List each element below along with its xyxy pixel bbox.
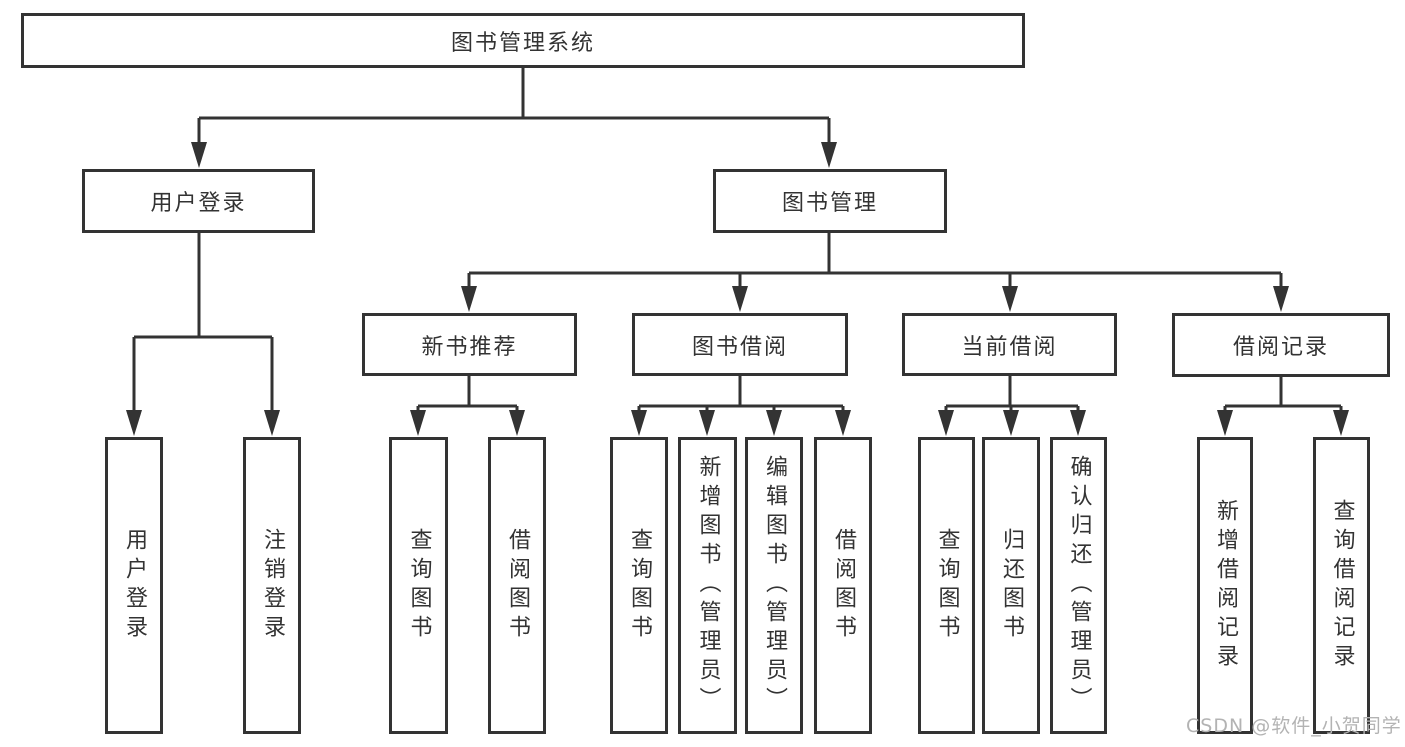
- node-current-confirm-return-admin-label: 确认归还（管理员）: [1066, 455, 1092, 716]
- node-current-query-books: 查询图书: [918, 437, 975, 734]
- node-records-add-record: 新增借阅记录: [1197, 437, 1253, 734]
- node-login-label: 用户登录: [122, 527, 147, 644]
- node-records-query-record: 查询借阅记录: [1313, 437, 1370, 734]
- node-current-confirm-return-admin: 确认归还（管理员）: [1050, 437, 1107, 734]
- arrowheads: [126, 142, 1349, 436]
- node-new-book-recommend: 新书推荐: [362, 313, 577, 376]
- connector-edges: [132, 68, 1343, 414]
- node-borrow-add-books-admin: 新增图书（管理员）: [678, 437, 737, 734]
- node-borrow-query-books-label: 查询图书: [627, 527, 652, 644]
- node-logout: 注销登录: [243, 437, 301, 734]
- node-borrow-edit-books-admin-label: 编辑图书（管理员）: [762, 455, 787, 716]
- node-borrow-add-books-admin-label: 新增图书（管理员）: [695, 455, 721, 716]
- node-borrow-edit-books-admin: 编辑图书（管理员）: [745, 437, 803, 734]
- node-recommend-borrow-books-label: 借阅图书: [505, 527, 530, 644]
- node-current-return-books: 归还图书: [982, 437, 1040, 734]
- node-current-return-books-label: 归还图书: [999, 527, 1024, 644]
- node-records-add-record-label: 新增借阅记录: [1213, 498, 1238, 673]
- node-current-borrow: 当前借阅: [902, 313, 1117, 376]
- node-logout-label: 注销登录: [260, 527, 285, 644]
- node-login: 用户登录: [105, 437, 163, 734]
- node-book-management: 图书管理: [713, 169, 947, 233]
- node-root: 图书管理系统: [21, 13, 1025, 68]
- node-borrow-records: 借阅记录: [1172, 313, 1390, 377]
- node-borrow-query-books: 查询图书: [610, 437, 668, 734]
- node-borrow-borrow-books: 借阅图书: [814, 437, 872, 734]
- node-book-borrow: 图书借阅: [632, 313, 848, 376]
- node-recommend-query-books: 查询图书: [389, 437, 448, 734]
- node-borrow-borrow-books-label: 借阅图书: [831, 527, 856, 644]
- node-user-login: 用户登录: [82, 169, 315, 233]
- csdn-watermark: CSDN @软件_小贺同学: [1186, 715, 1402, 737]
- node-records-query-record-label: 查询借阅记录: [1329, 498, 1355, 673]
- node-recommend-borrow-books: 借阅图书: [488, 437, 546, 734]
- node-recommend-query-books-label: 查询图书: [406, 527, 432, 644]
- node-current-query-books-label: 查询图书: [934, 527, 960, 644]
